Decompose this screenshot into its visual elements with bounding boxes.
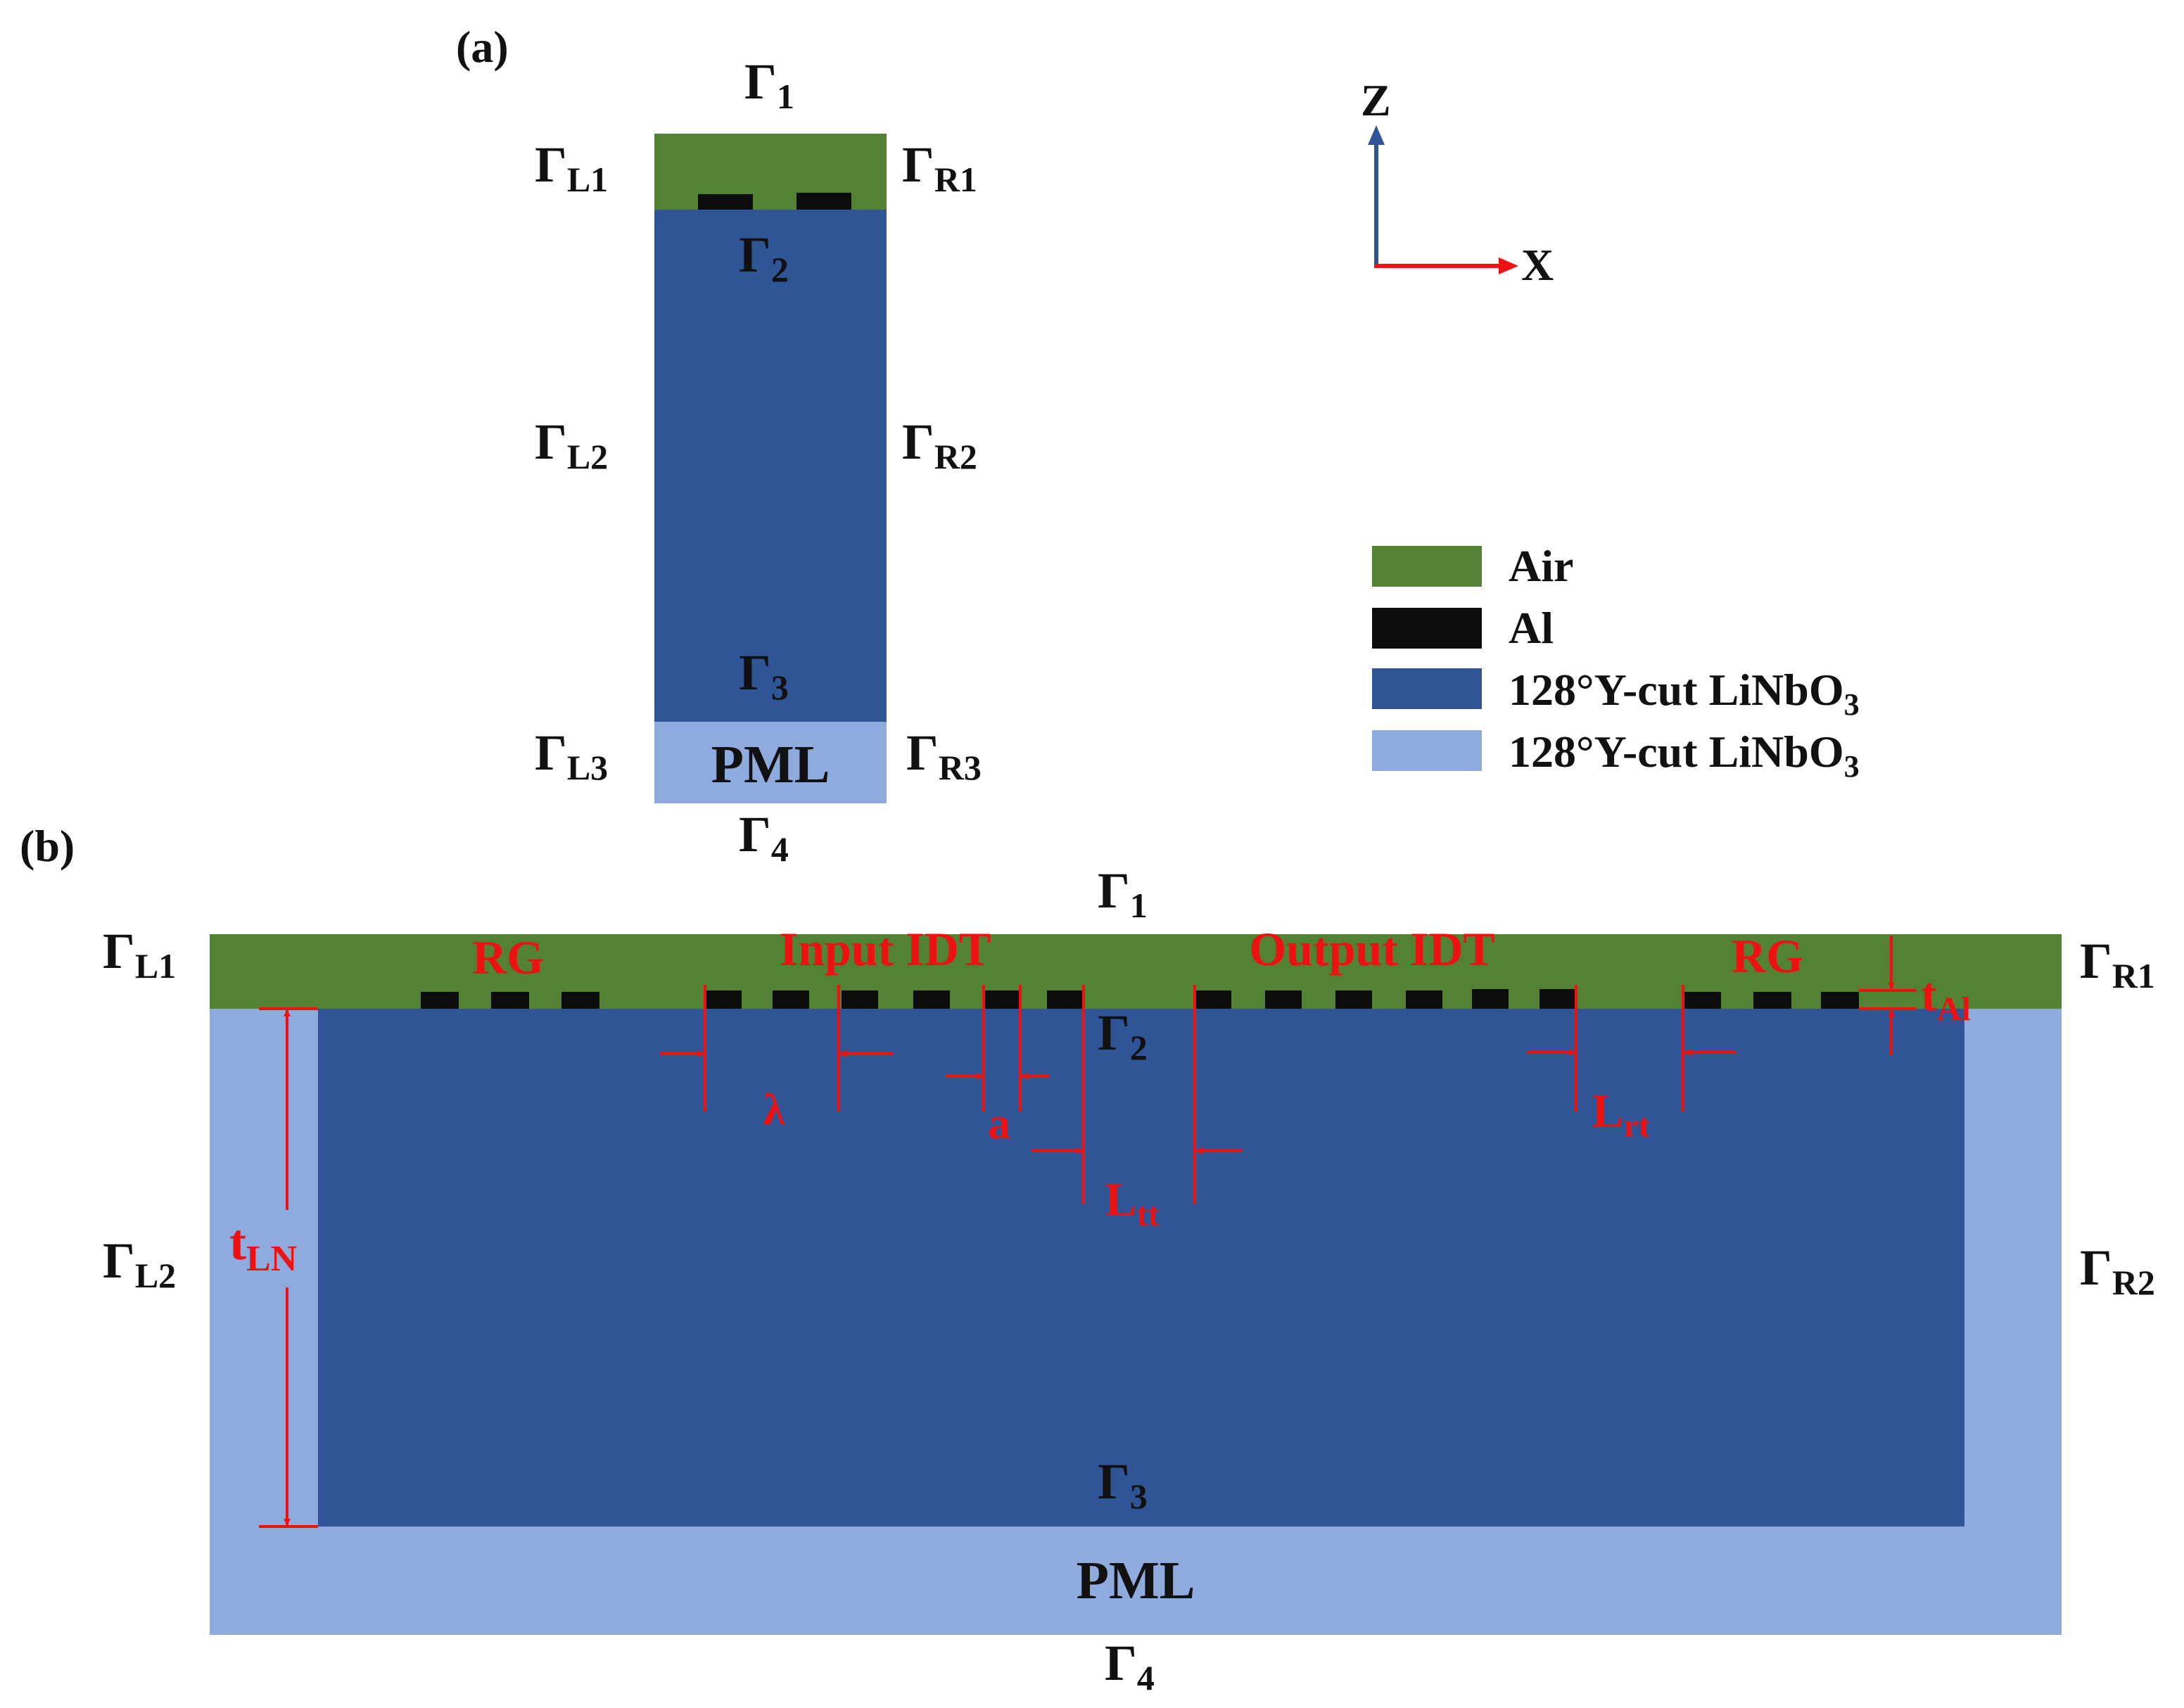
output-idt-label: Output IDT xyxy=(1249,922,1495,976)
z-axis-label: Z xyxy=(1361,75,1391,125)
legend-label-substrate: 128°Y-cut LiNbO3 xyxy=(1509,665,1860,722)
panel-a-substrate xyxy=(654,210,887,722)
panel-a-gamma-l1: ΓL1 xyxy=(535,136,608,199)
panel-a-electrode-2 xyxy=(796,193,851,210)
legend: Air Al 128°Y-cut LiNbO3 128°Y-cut LiNbO3 xyxy=(1372,541,1860,784)
output-idt-electrode-5 xyxy=(1472,989,1509,1009)
l-tt-label: Ltt xyxy=(1105,1173,1159,1233)
output-idt-electrode-1 xyxy=(1195,990,1231,1009)
panel-a-pml xyxy=(654,722,887,803)
rg-left-label: RG xyxy=(472,931,544,984)
input-idt-electrode-4 xyxy=(913,990,950,1009)
output-idt-electrode-6 xyxy=(1539,989,1576,1009)
panel-a-gamma-4: Γ4 xyxy=(739,806,789,869)
legend-label-al: Al xyxy=(1509,603,1554,653)
input-idt-electrode-2 xyxy=(773,990,809,1009)
a-label: a xyxy=(988,1098,1010,1148)
panel-b-gamma-l2: ΓL2 xyxy=(103,1232,176,1295)
dimension-l-rt xyxy=(1527,985,1737,1111)
input-idt-electrode-6 xyxy=(1047,990,1084,1009)
panel-a-gamma-l3: ΓL3 xyxy=(535,725,608,787)
panel-b-gamma-l1: ΓL1 xyxy=(103,923,176,986)
rg-right-electrode-3 xyxy=(1821,992,1859,1009)
panel-a-electrode-1 xyxy=(698,194,753,210)
input-idt-electrode-5 xyxy=(984,990,1020,1009)
panel-a-gamma-1: Γ1 xyxy=(744,53,794,116)
rg-right-label: RG xyxy=(1732,929,1803,983)
panel-a: (a) Γ1 Γ2 Γ3 Γ4 ΓL1 ΓL2 ΓL3 ΓR1 ΓR2 ΓR3 … xyxy=(456,22,982,869)
dimension-t-al xyxy=(1859,936,1917,1055)
panel-a-gamma-l2: ΓL2 xyxy=(535,414,608,476)
legend-swatch-substrate xyxy=(1372,668,1482,709)
dimension-lambda xyxy=(660,985,894,1111)
lambda-label: λ xyxy=(763,1084,785,1134)
output-idt-electrode-2 xyxy=(1265,990,1302,1009)
t-al-label: tAl xyxy=(1921,967,1971,1028)
panel-a-label: (a) xyxy=(456,22,509,72)
dimension-l-tt xyxy=(1031,985,1243,1204)
legend-label-pml: 128°Y-cut LiNbO3 xyxy=(1509,727,1860,784)
panel-a-gamma-r3: ΓR3 xyxy=(906,725,982,787)
rg-left-electrode-3 xyxy=(561,992,599,1009)
panel-b-gamma-r1: ΓR1 xyxy=(2080,933,2155,995)
panel-a-gamma-3: Γ3 xyxy=(739,644,789,707)
panel-b-label: (b) xyxy=(20,821,75,871)
panel-a-gamma-r2: ΓR2 xyxy=(902,414,977,476)
input-idt-electrode-3 xyxy=(842,990,878,1009)
rg-right-electrode-1 xyxy=(1683,992,1721,1009)
x-axis-label: X xyxy=(1521,240,1554,290)
panel-a-gamma-2: Γ2 xyxy=(739,227,789,289)
panel-b-gamma-4: Γ4 xyxy=(1105,1635,1155,1697)
rg-right-electrode-2 xyxy=(1753,992,1791,1009)
l-rt-label: Lrt xyxy=(1592,1084,1650,1145)
panel-b-gamma-3: Γ3 xyxy=(1098,1453,1148,1516)
legend-label-air: Air xyxy=(1509,541,1573,591)
z-axis-arrowhead xyxy=(1368,125,1385,145)
t-ln-label: tLN xyxy=(229,1214,297,1279)
panel-b-gamma-1: Γ1 xyxy=(1098,862,1148,925)
legend-swatch-al xyxy=(1372,608,1482,649)
panel-b-gamma-2: Γ2 xyxy=(1098,1005,1148,1067)
panel-b: (b) RG Input IDT Output IDT RG Γ1 Γ2 Γ3 … xyxy=(20,821,2155,1697)
rg-left-electrode-1 xyxy=(421,992,459,1009)
dimension-a xyxy=(946,985,1050,1111)
rg-left-electrode-2 xyxy=(491,992,529,1009)
x-axis-arrowhead xyxy=(1499,257,1518,274)
panel-b-pml-label: PML xyxy=(1077,1551,1195,1610)
output-idt-electrode-4 xyxy=(1406,990,1442,1009)
panel-b-gamma-r2: ΓR2 xyxy=(2080,1239,2155,1302)
legend-swatch-pml xyxy=(1372,730,1482,771)
input-idt-label: Input IDT xyxy=(780,922,991,976)
input-idt-electrode-1 xyxy=(705,990,742,1009)
coordinate-axes: Z X xyxy=(1361,75,1554,290)
dimension-t-ln xyxy=(259,1007,318,1528)
output-idt-electrode-3 xyxy=(1335,990,1372,1009)
panel-a-pml-label: PML xyxy=(711,735,830,794)
panel-a-air-layer xyxy=(654,134,887,210)
legend-swatch-air xyxy=(1372,546,1482,587)
panel-a-gamma-r1: ΓR1 xyxy=(902,136,977,199)
panel-b-substrate xyxy=(318,1009,1964,1527)
